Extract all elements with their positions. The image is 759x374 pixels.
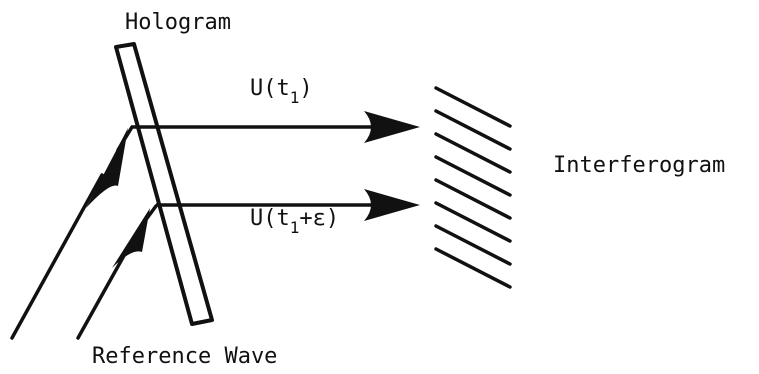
beam-2-label-suffix: +ε) — [299, 206, 339, 231]
beam-1-label: U(t1) — [250, 76, 313, 107]
fringe-line — [434, 247, 512, 289]
fringe-line — [434, 132, 512, 174]
beam-2-label: U(t1+ε) — [250, 206, 339, 237]
reference-ray-2 — [76, 250, 128, 340]
reference-wave-label: Reference Wave — [92, 344, 277, 369]
beam-1-label-prefix: U(t — [250, 76, 290, 101]
interferogram-fringes — [434, 86, 512, 289]
interferogram-label: Interferogram — [553, 153, 725, 178]
reference-ray-1-arrowhead — [86, 128, 128, 208]
beam-1-label-suffix: ) — [299, 76, 312, 101]
beam-2-label-prefix: U(t — [250, 206, 290, 231]
beam-1-label-subscript: 1 — [290, 88, 300, 107]
fringe-line — [434, 178, 512, 220]
reference-ray-1-bend — [116, 125, 134, 152]
hologram-label: Hologram — [125, 10, 231, 35]
beam-2-arrowhead — [364, 189, 420, 221]
hologram-plate — [114, 42, 214, 326]
fringe-line — [434, 155, 512, 197]
beam-1-arrowhead — [364, 111, 420, 143]
reference-ray-1 — [10, 173, 104, 340]
fringe-line — [434, 201, 512, 243]
reference-ray-2-arrowhead — [112, 208, 150, 268]
fringe-line — [434, 109, 512, 151]
beam-2-label-subscript: 1 — [290, 218, 300, 237]
fringe-line — [434, 86, 512, 128]
reference-ray-2-bend — [140, 204, 158, 227]
fringe-line — [434, 224, 512, 266]
